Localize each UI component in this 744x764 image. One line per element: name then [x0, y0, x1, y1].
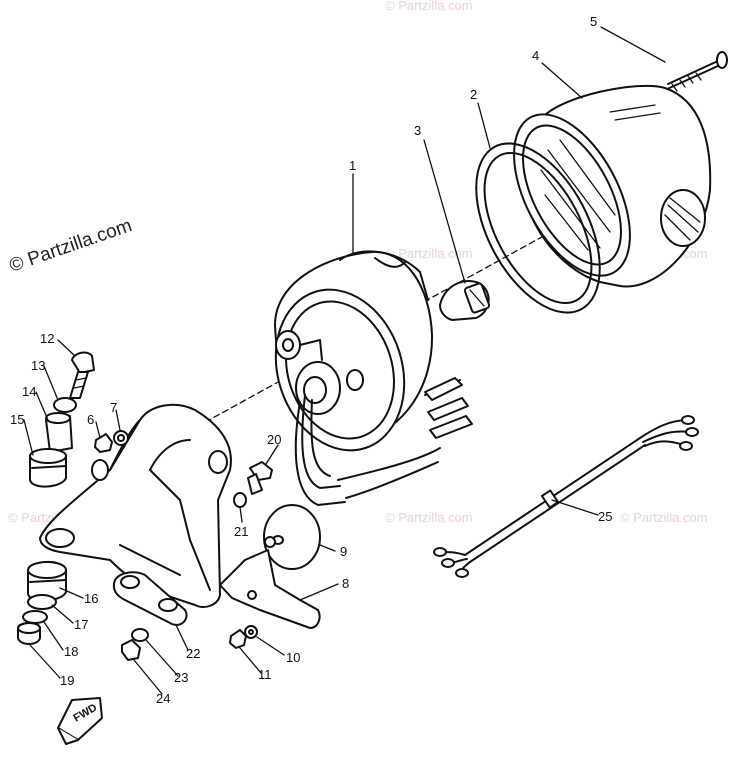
- callout-9: 9: [340, 544, 347, 559]
- lamp-wires: [294, 394, 441, 506]
- washer-part-21: [233, 492, 247, 508]
- callout-18: 18: [64, 644, 78, 659]
- bolt-part-6: [94, 433, 113, 453]
- damper-part-16: [27, 561, 67, 602]
- callout-7: 7: [110, 400, 117, 415]
- callout-22: 22: [186, 646, 200, 661]
- callout-14: 14: [22, 384, 36, 399]
- callout-12: 12: [40, 331, 54, 346]
- watermark-text: © Partzilla.com: [385, 0, 473, 13]
- bolt-part-12: [69, 351, 95, 399]
- nut-part-24: [121, 639, 141, 661]
- callout-3: 3: [414, 123, 421, 138]
- nut-part-19: [17, 621, 41, 645]
- fwd-arrow-icon: FWD: [57, 697, 103, 745]
- callout-numbers: 1 2 3 4 5 6 7 8 9 10 11 12 13 14 15 16 1…: [10, 14, 612, 706]
- washer-part-7: [113, 430, 129, 446]
- watermark-text: © Partzilla.com: [385, 510, 473, 525]
- callout-1: 1: [349, 158, 356, 173]
- callout-25: 25: [598, 509, 612, 524]
- screw-part-5: [664, 51, 728, 92]
- callout-13: 13: [31, 358, 45, 373]
- callout-15: 15: [10, 412, 24, 427]
- gasket-part-2: [475, 142, 601, 314]
- washer-part-18: [22, 610, 48, 624]
- collar-part-14: [45, 412, 73, 453]
- callout-4: 4: [532, 48, 539, 63]
- callout-20: 20: [267, 432, 281, 447]
- bracket-assembly: [39, 403, 232, 608]
- bolt-part-20: [247, 461, 273, 495]
- nut-part-11: [229, 629, 247, 649]
- callout-8: 8: [342, 576, 349, 591]
- callout-23: 23: [174, 670, 188, 685]
- callout-5: 5: [590, 14, 597, 29]
- callout-6: 6: [87, 412, 94, 427]
- callout-10: 10: [286, 650, 300, 665]
- callout-21: 21: [234, 524, 248, 539]
- watermark-text: © Partzilla.com: [620, 510, 708, 525]
- watermark-main: © Partzilla.com: [7, 215, 135, 277]
- callout-leaders: [23, 26, 666, 695]
- lens-housing-part-4: [513, 84, 712, 288]
- washer-part-10: [244, 625, 258, 639]
- washer-part-17: [27, 594, 57, 610]
- washer-part-13: [53, 397, 77, 413]
- harness-part-25: [433, 415, 699, 578]
- taillamp-base-part-1: [274, 250, 473, 452]
- watermark-text: © Partzilla.com: [385, 246, 473, 261]
- washer-part-23: [131, 628, 149, 642]
- callout-16: 16: [84, 591, 98, 606]
- bulb-part-3: [439, 280, 491, 321]
- callout-24: 24: [156, 691, 170, 706]
- callout-17: 17: [74, 617, 88, 632]
- callout-2: 2: [470, 87, 477, 102]
- damper-part-15: [29, 448, 67, 488]
- clamp-parts-22: [112, 571, 188, 626]
- callout-19: 19: [60, 673, 74, 688]
- callout-11: 11: [258, 667, 272, 682]
- plate-part-8: [219, 536, 321, 629]
